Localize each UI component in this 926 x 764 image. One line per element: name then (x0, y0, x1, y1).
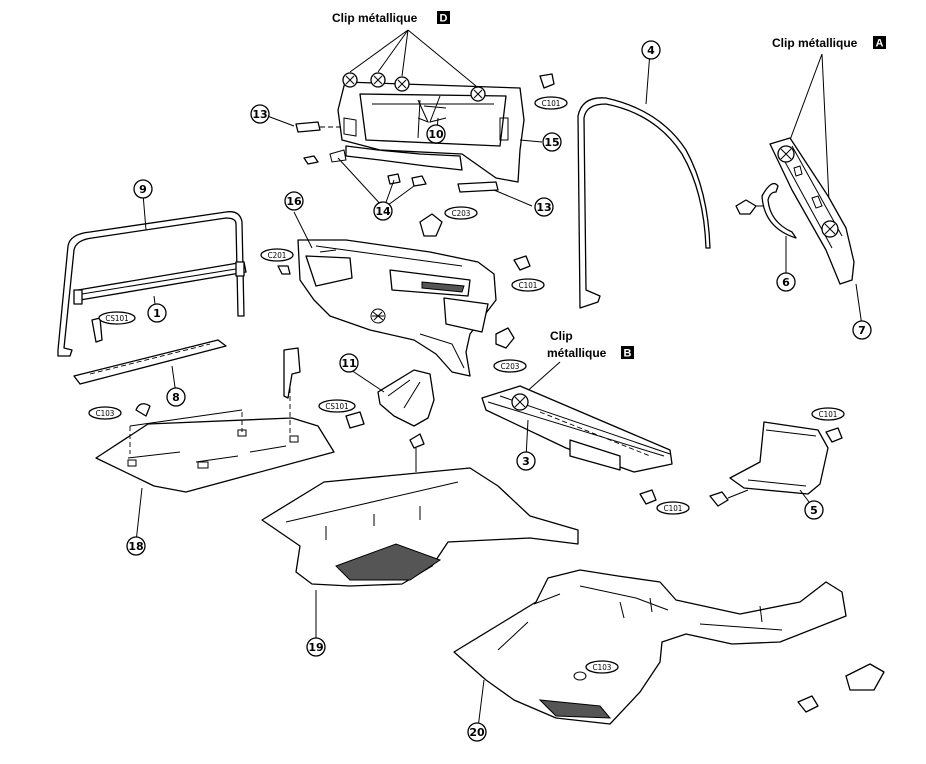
front-floor-carpet-20 (453, 569, 847, 725)
svg-text:18: 18 (128, 540, 143, 553)
grab-handle-6 (735, 182, 797, 239)
callout-clip-a: Clip métallique A (772, 36, 886, 223)
clip-d-letter: D (440, 13, 448, 25)
svg-text:1: 1 (153, 307, 161, 320)
part-number-6: 6 (776, 272, 796, 292)
part-number-10: 10 (426, 124, 446, 144)
rear-floor-carpet-19 (261, 433, 579, 587)
code-c201: C201 (260, 248, 294, 262)
svg-text:14: 14 (375, 205, 391, 218)
clip-c103-loose-icon (845, 663, 885, 691)
part-number-20: 20 (467, 722, 487, 742)
clip-a-letter: A (876, 38, 884, 50)
part-number-8: 8 (166, 387, 186, 407)
clip-b-label-line2: métallique (547, 346, 607, 360)
code-c203-top: C203 (444, 206, 478, 220)
svg-text:16: 16 (286, 195, 302, 208)
part-number-11: 11 (339, 353, 359, 373)
floor-board-18 (95, 265, 335, 493)
rear-panel-trim-15 (295, 72, 555, 193)
cargo-cover-roll-1 (73, 261, 247, 305)
code-c101-top: C101 (534, 96, 568, 110)
svg-text:3: 3 (522, 455, 530, 468)
svg-text:20: 20 (469, 726, 485, 739)
code-c101-right: C101 (811, 407, 845, 421)
svg-text:C203: C203 (501, 362, 520, 371)
code-c101-bottom: C101 (656, 501, 690, 515)
metal-clip-a2-icon (821, 220, 839, 238)
metal-clip-b-icon (511, 393, 529, 411)
part-number-3: 3 (516, 451, 536, 471)
clip-bracket-loose-icon (797, 695, 819, 713)
svg-text:C103: C103 (96, 409, 115, 418)
metal-clip-d1-icon (342, 72, 358, 88)
part-number-7: 7 (852, 320, 872, 340)
part-number-18: 18 (126, 536, 146, 556)
svg-text:C101: C101 (819, 410, 838, 419)
sill-plate-3 (481, 385, 673, 473)
code-c101-mid: C101 (511, 278, 545, 292)
clip-b-letter-box (621, 346, 634, 359)
wheelhouse-trim-11 (377, 369, 435, 427)
part-number-13-upper: 13 (250, 104, 270, 124)
svg-text:19: 19 (308, 641, 323, 654)
svg-text:9: 9 (139, 183, 147, 196)
svg-text:C101: C101 (542, 99, 561, 108)
part-number-5: 5 (804, 500, 824, 520)
clip-a-label: Clip métallique (772, 36, 858, 50)
svg-text:10: 10 (428, 128, 444, 141)
svg-text:11: 11 (341, 357, 356, 370)
side-rail-8 (73, 317, 227, 385)
pillar-trim-7 (769, 137, 855, 285)
part-number-19: 19 (306, 637, 326, 657)
clip-b-label-line1: Clip (550, 329, 573, 343)
cargo-cover-frame-9 (57, 211, 245, 357)
part-number-14: 14 (373, 201, 393, 221)
metal-clip-d3-icon (394, 76, 410, 92)
quarter-trim-panel-16 (297, 239, 497, 377)
svg-text:C203: C203 (452, 209, 471, 218)
clip-b-letter: B (624, 348, 632, 360)
part-number-9: 9 (133, 179, 153, 199)
svg-text:C101: C101 (519, 281, 538, 290)
svg-text:8: 8 (172, 391, 180, 404)
svg-text:4: 4 (647, 44, 655, 57)
code-cs101-mid: CS101 (318, 399, 356, 413)
metal-clip-d4-icon (470, 86, 486, 102)
weatherstrip-4 (577, 97, 711, 309)
svg-text:13: 13 (536, 201, 551, 214)
part-number-13-lower: 13 (534, 197, 554, 217)
svg-text:7: 7 (858, 324, 866, 337)
svg-text:5: 5 (810, 504, 818, 517)
part-number-4: 4 (641, 40, 661, 60)
code-c103-floor: C103 (585, 660, 619, 674)
svg-text:6: 6 (782, 276, 790, 289)
part-number-16: 16 (284, 191, 304, 211)
part-number-15: 15 (542, 132, 562, 152)
code-c203-mid: C203 (493, 359, 527, 373)
code-c103-left: C103 (88, 406, 122, 420)
clip-d-letter-box (437, 11, 450, 24)
metal-clip-a1-icon (777, 145, 795, 163)
callout-clip-d: Clip métallique D (332, 11, 477, 87)
rear-corner-trim-5 (709, 421, 829, 507)
svg-text:C103: C103 (593, 663, 612, 672)
svg-text:C201: C201 (268, 251, 287, 260)
svg-text:CS101: CS101 (325, 402, 348, 411)
part-number-1: 1 (147, 303, 167, 323)
code-cs101-left: CS101 (98, 311, 136, 325)
svg-text:C101: C101 (664, 504, 683, 513)
metal-clip-d2-icon (370, 72, 386, 88)
svg-text:13: 13 (252, 108, 267, 121)
clip-d-label: Clip métallique (332, 11, 418, 25)
callout-clip-b: Clip métallique B (523, 329, 634, 395)
svg-text:CS101: CS101 (105, 314, 128, 323)
svg-text:15: 15 (544, 136, 559, 149)
clip-a-letter-box (873, 36, 886, 49)
